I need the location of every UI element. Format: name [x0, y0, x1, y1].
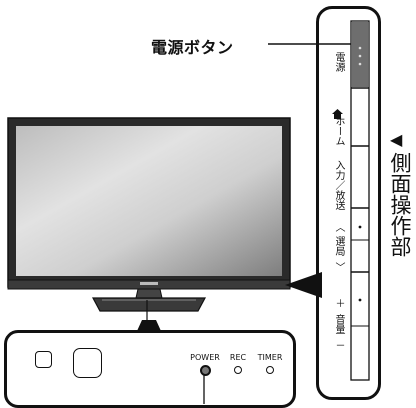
side-volume-label: 音量	[333, 314, 344, 334]
side-panel-title: 側面操作部	[388, 152, 412, 257]
timer-led-label: TIMER	[257, 353, 283, 362]
channel-down-icon: ﹀	[333, 262, 344, 272]
front-panel-square-sensor	[35, 351, 52, 368]
tv-screen	[16, 126, 282, 276]
power-led-label: POWER	[190, 353, 220, 362]
rec-led-label: REC	[229, 353, 247, 362]
power-button-shape	[352, 22, 368, 87]
rec-led	[234, 366, 242, 374]
side-channel-label: 選局	[333, 236, 344, 256]
side-panel-arrow-icon: ◀	[390, 130, 403, 149]
side-control-panel	[316, 6, 381, 400]
side-home-label: ホーム	[333, 116, 344, 146]
channel-up-icon: ︿	[333, 222, 344, 232]
side-input-label: 入力／放送	[333, 160, 344, 210]
front-panel-large-sensor	[73, 348, 102, 378]
side-power-label: 電源	[333, 52, 344, 72]
power-led	[200, 365, 211, 376]
timer-led	[266, 366, 274, 374]
power-button-callout-label: 電源ボタン	[151, 38, 234, 57]
home-icon	[332, 104, 343, 123]
volume-up-icon: ＋	[333, 298, 344, 308]
volume-down-icon: －	[333, 340, 344, 350]
